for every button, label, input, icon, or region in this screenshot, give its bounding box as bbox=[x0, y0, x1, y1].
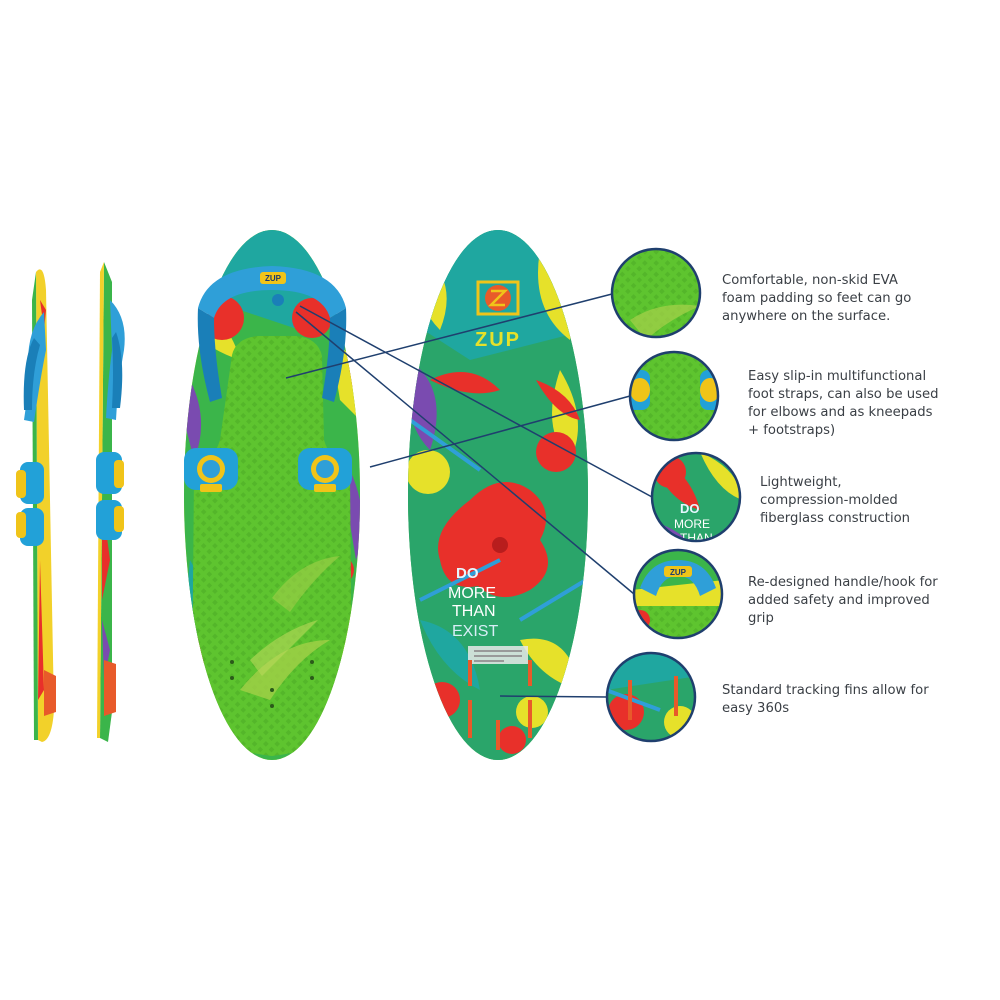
slogan-line-3: THAN bbox=[452, 603, 496, 620]
board-bottom-view: ZUP DO MORE THAN EXIST bbox=[408, 230, 588, 760]
leader-line-straps bbox=[369, 395, 631, 468]
detail-circle-handle: ZUP bbox=[632, 548, 724, 640]
detail-slogan-3: THAN bbox=[680, 531, 713, 545]
side-profile-left bbox=[16, 269, 56, 742]
strap-right bbox=[298, 448, 352, 492]
handle-logo-text: ZUP bbox=[265, 274, 282, 283]
callout-handle: Re-designed handle/hook for added safety… bbox=[748, 575, 938, 626]
leader-line-foam bbox=[285, 293, 613, 379]
detail-slogan-2: MORE bbox=[674, 517, 710, 531]
slogan-line-4: EXIST bbox=[452, 623, 498, 640]
leader-lines bbox=[285, 293, 653, 698]
side-profile-right bbox=[96, 262, 125, 742]
slogan-line-2: MORE bbox=[448, 585, 496, 602]
callout-fiberglass: Lightweight, compression-molded fibergla… bbox=[760, 475, 911, 526]
callout-fins: Standard tracking fins allow for easy 36… bbox=[722, 683, 929, 716]
detail-circle-fins bbox=[605, 651, 697, 743]
detail-circle-foam bbox=[610, 247, 702, 339]
callout-foam-padding: Comfortable, non-skid EVA foam padding s… bbox=[722, 273, 912, 324]
detail-circle-fiberglass: DO MORE THAN bbox=[650, 451, 742, 545]
detail-circle-straps bbox=[628, 350, 720, 442]
board-deck-view: ZUP bbox=[184, 230, 360, 760]
callout-foot-straps: Easy slip-in multifunctional foot straps… bbox=[748, 369, 939, 438]
board-brand-logo: ZUP bbox=[475, 329, 521, 351]
board-slogan: DO MORE THAN EXIST bbox=[448, 565, 498, 640]
slogan-line-1: DO bbox=[456, 565, 479, 582]
detail-handle-logo: ZUP bbox=[670, 568, 687, 577]
strap-left bbox=[184, 448, 238, 492]
detail-slogan-1: DO bbox=[680, 501, 700, 516]
leader-line-handle bbox=[295, 311, 635, 595]
leader-line-fiberglass bbox=[299, 305, 653, 498]
leader-line-fins bbox=[499, 695, 608, 698]
